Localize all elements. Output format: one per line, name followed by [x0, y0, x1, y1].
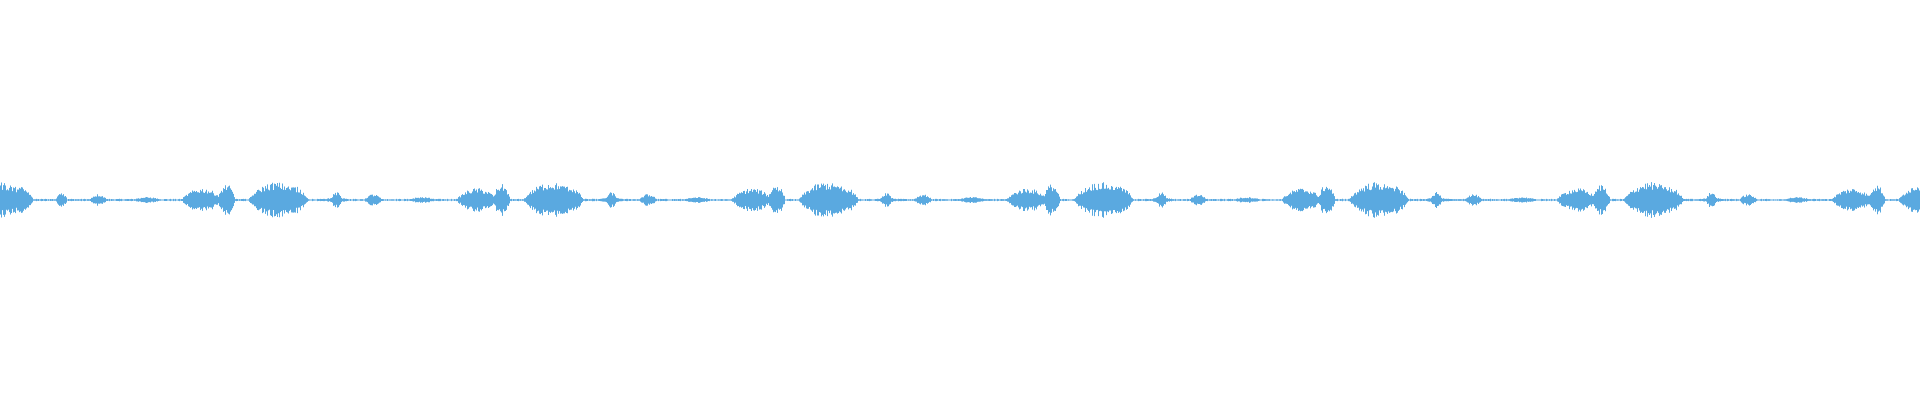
waveform-bars	[0, 182, 1920, 218]
